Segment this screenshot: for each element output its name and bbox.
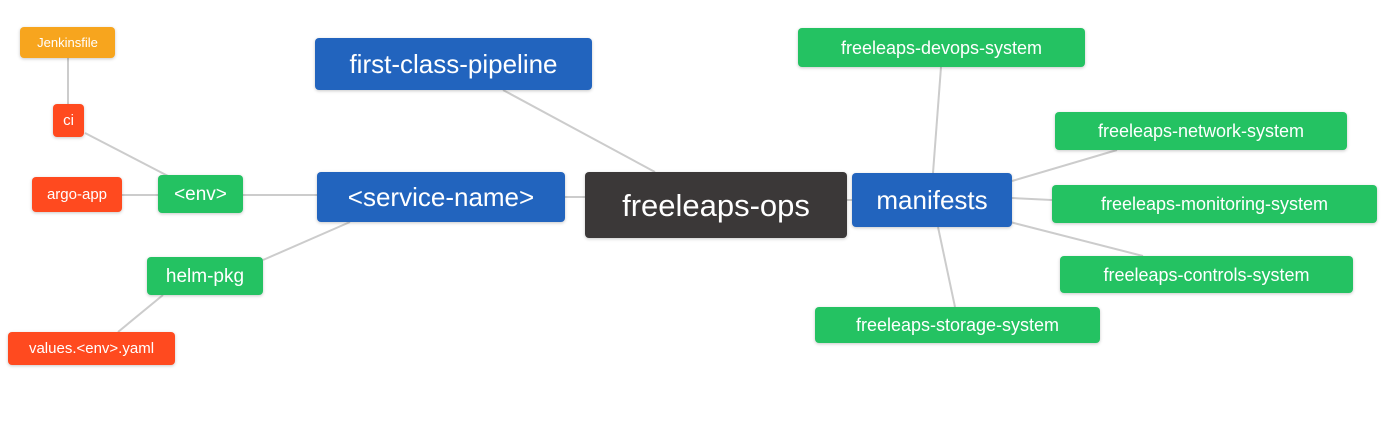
connector-ci-env [84, 132, 169, 177]
node-manifests[interactable]: manifests [852, 173, 1012, 227]
connector-manifests-network [1011, 149, 1118, 182]
connector-manifests-monitoring [1011, 197, 1053, 201]
node-jenkinsfile[interactable]: Jenkinsfile [20, 27, 115, 58]
connector-manifests-devops [932, 66, 942, 174]
node-freeleaps-network-system[interactable]: freeleaps-network-system [1055, 112, 1347, 150]
node-freeleaps-ops[interactable]: freeleaps-ops [585, 172, 847, 238]
node-values-env-yaml[interactable]: values.<env>.yaml [8, 332, 175, 365]
node-freeleaps-controls-system[interactable]: freeleaps-controls-system [1060, 256, 1353, 293]
node-freeleaps-monitoring-system[interactable]: freeleaps-monitoring-system [1052, 185, 1377, 223]
connector-pipeline-freeleapsops [502, 89, 656, 173]
node-argo-app[interactable]: argo-app [32, 177, 122, 212]
connector-helmpkg-servicename [262, 221, 351, 261]
node-freeleaps-devops-system[interactable]: freeleaps-devops-system [798, 28, 1085, 67]
connector-values-helmpkg [117, 294, 164, 333]
node-ci[interactable]: ci [53, 104, 84, 137]
node-helm-pkg[interactable]: helm-pkg [147, 257, 263, 295]
node-env[interactable]: <env> [158, 175, 243, 213]
node-freeleaps-storage-system[interactable]: freeleaps-storage-system [815, 307, 1100, 343]
node-service-name[interactable]: <service-name> [317, 172, 565, 222]
connector-manifests-controls [1009, 221, 1144, 257]
connector-manifests-storage [937, 226, 956, 308]
node-first-class-pipeline[interactable]: first-class-pipeline [315, 38, 592, 90]
